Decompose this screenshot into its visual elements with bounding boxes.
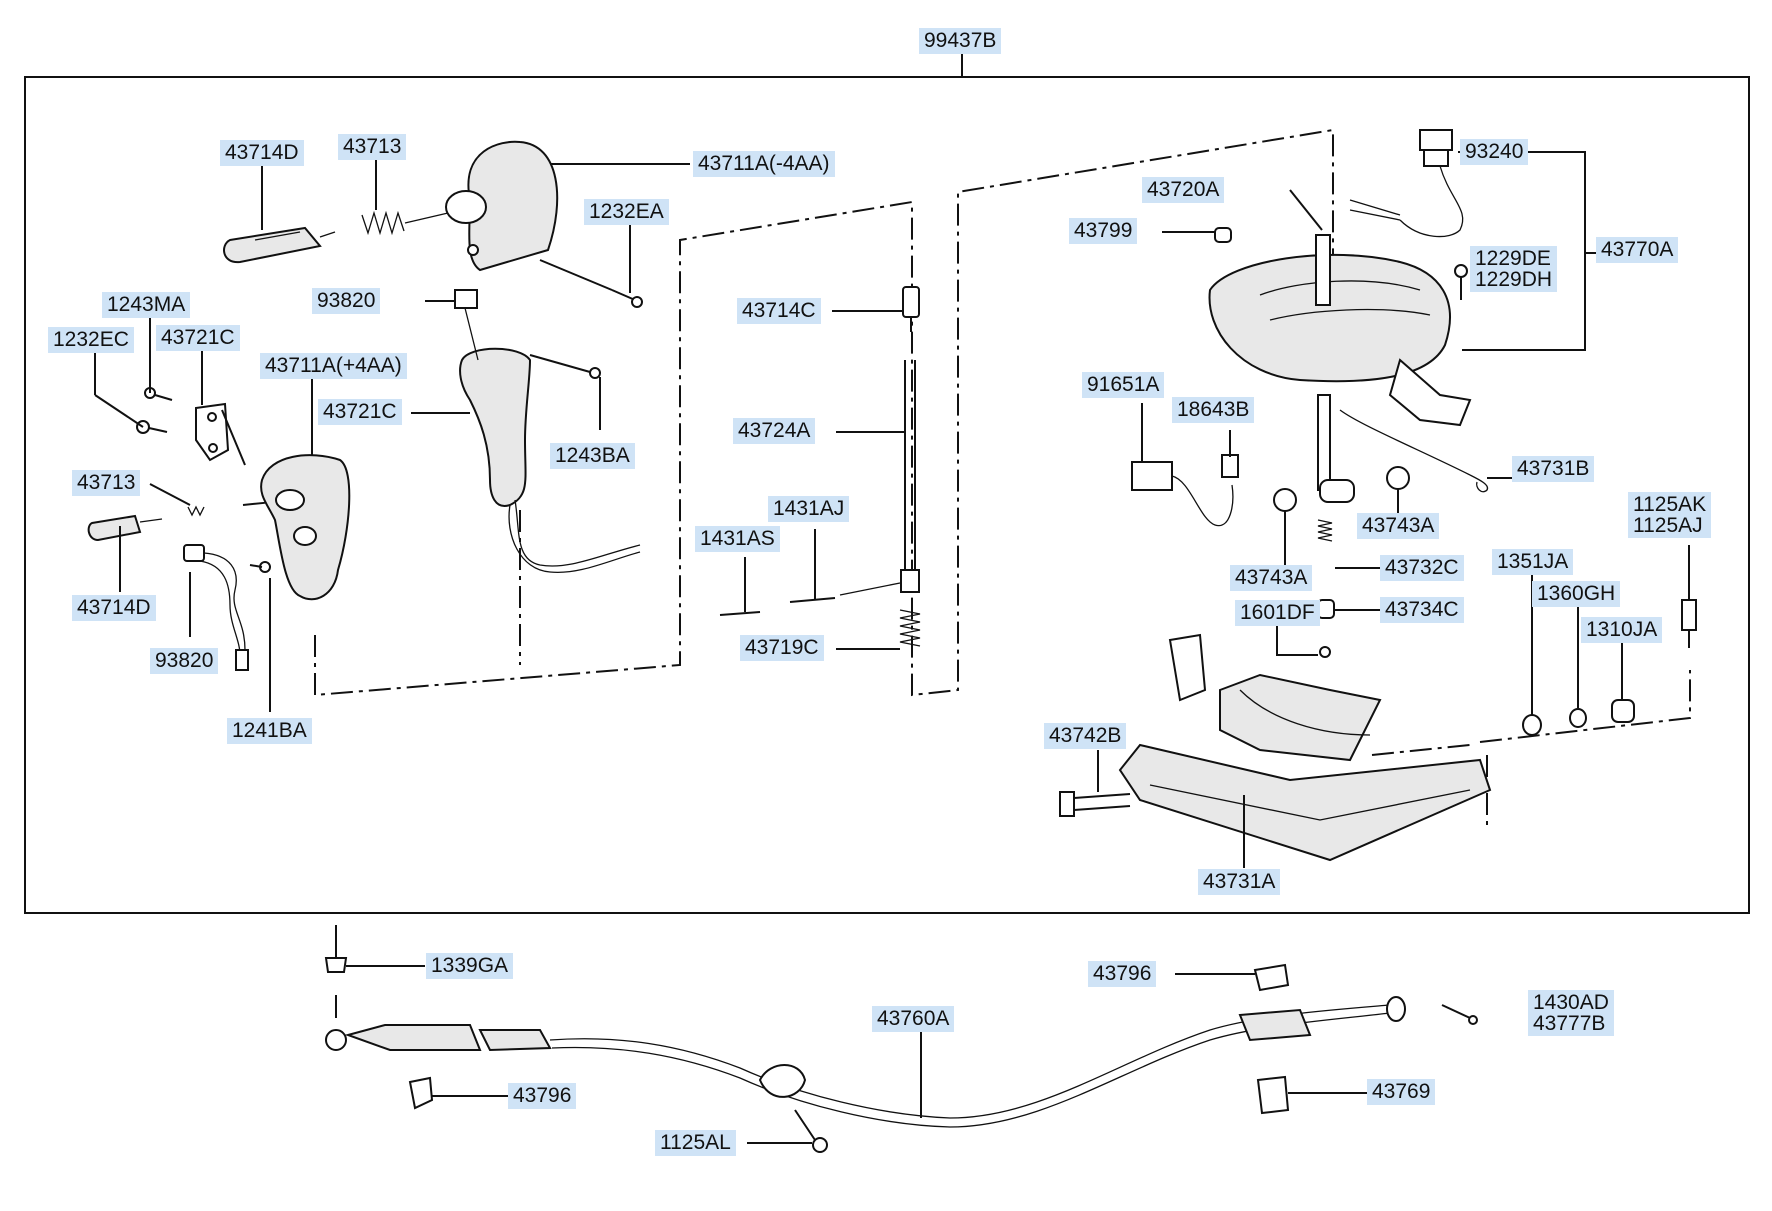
- bushings-part: [1273, 466, 1410, 512]
- base-plate-part: [1118, 633, 1492, 862]
- bolt-43742B-part: [1059, 791, 1131, 817]
- spring-pin-part: [1276, 519, 1335, 658]
- part-label-93820[interactable]: 93820: [312, 288, 381, 314]
- part-label-43713[interactable]: 43713: [338, 134, 407, 160]
- part-label-1431AS[interactable]: 1431AS: [695, 526, 780, 552]
- part-label-93820-left[interactable]: 93820: [150, 648, 219, 674]
- part-label-1229DE: 1229DE: [1475, 247, 1551, 270]
- group-lines: [242, 128, 1691, 830]
- part-label-1125AK-1125AJ[interactable]: 1125AK 1125AJ: [1628, 492, 1712, 538]
- part-label-1339GA[interactable]: 1339GA: [426, 953, 514, 979]
- part-label-43711A-plus[interactable]: 43711A(+4AA): [260, 353, 407, 379]
- part-label-1125AL[interactable]: 1125AL: [655, 1130, 736, 1156]
- part-label-1229DH: 1229DH: [1475, 268, 1553, 291]
- part-label-1351JA[interactable]: 1351JA: [1492, 549, 1574, 575]
- part-label-43721C-mid[interactable]: 43721C: [318, 399, 402, 425]
- part-label-43719C[interactable]: 43719C: [740, 635, 824, 661]
- part-label-43796-left[interactable]: 43796: [508, 1083, 577, 1109]
- button-left-part: [87, 505, 205, 542]
- button-part: [223, 226, 336, 264]
- spring-part: [361, 210, 449, 236]
- connector-91651A-part: [1131, 454, 1239, 527]
- part-label-93240[interactable]: 93240: [1460, 139, 1529, 165]
- switch-left-part: [183, 544, 271, 671]
- bolt-1229-part: [1454, 264, 1468, 300]
- part-label-43743A-left[interactable]: 43743A: [1230, 565, 1313, 591]
- part-label-43743A-right[interactable]: 43743A: [1357, 513, 1440, 539]
- part-label-1243BA[interactable]: 1243BA: [550, 443, 635, 469]
- part-label-43731A[interactable]: 43731A: [1198, 869, 1281, 895]
- part-label-43714D[interactable]: 43714D: [220, 140, 304, 166]
- part-label-43769[interactable]: 43769: [1367, 1079, 1436, 1105]
- part-label-1360GH[interactable]: 1360GH: [1532, 581, 1621, 607]
- cable-part: [324, 925, 1478, 1153]
- part-label-43742B[interactable]: 43742B: [1044, 723, 1127, 749]
- part-label-43721C-left[interactable]: 43721C: [156, 325, 240, 351]
- screws-left-part: [94, 318, 246, 466]
- part-label-43714D-left[interactable]: 43714D: [72, 595, 156, 621]
- screw-part: [539, 259, 643, 308]
- shifter-housing-part: [1208, 227, 1472, 491]
- part-label-43799[interactable]: 43799: [1069, 218, 1138, 244]
- part-label-43760A[interactable]: 43760A: [872, 1006, 955, 1032]
- part-label-43732C[interactable]: 43732C: [1380, 555, 1464, 581]
- shift-knob-part: [445, 140, 559, 272]
- assembly-frame: [24, 76, 1750, 914]
- part-label-43731B[interactable]: 43731B: [1512, 456, 1595, 482]
- part-label-1430AD: 1430AD: [1533, 991, 1609, 1014]
- part-label-1430AD-43777B[interactable]: 1430AD 43777B: [1528, 990, 1614, 1036]
- boot-part: [454, 289, 641, 574]
- part-label-18643B[interactable]: 18643B: [1172, 397, 1255, 423]
- bracket-part: [195, 402, 230, 462]
- part-label-43777B: 43777B: [1533, 1012, 1606, 1035]
- assembly-label-99437B[interactable]: 99437B: [919, 28, 1002, 54]
- part-label-1243MA[interactable]: 1243MA: [102, 292, 191, 318]
- part-label-43770A[interactable]: 43770A: [1596, 237, 1679, 263]
- part-label-43724A[interactable]: 43724A: [733, 418, 816, 444]
- part-label-1232EA[interactable]: 1232EA: [584, 199, 669, 225]
- part-label-43714C[interactable]: 43714C: [737, 298, 821, 324]
- part-label-1601DF[interactable]: 1601DF: [1235, 600, 1320, 626]
- part-label-1431AJ[interactable]: 1431AJ: [768, 496, 850, 522]
- part-label-91651A[interactable]: 91651A: [1082, 372, 1165, 398]
- connector-93240-part: [1349, 129, 1464, 238]
- rod-assembly-part: [719, 286, 921, 647]
- part-label-1229DE-1229DH[interactable]: 1229DE 1229DH: [1470, 246, 1558, 292]
- part-label-1232EC[interactable]: 1232EC: [48, 327, 134, 353]
- clip-43731B-part: [1469, 474, 1489, 493]
- part-label-43713-left[interactable]: 43713: [72, 470, 141, 496]
- part-label-43711A-minus[interactable]: 43711A(-4AA): [693, 151, 835, 177]
- part-label-43720A[interactable]: 43720A: [1142, 177, 1225, 203]
- part-label-1310JA[interactable]: 1310JA: [1581, 617, 1663, 643]
- part-label-1125AJ: 1125AJ: [1633, 514, 1703, 537]
- shift-knob-left-part: [260, 454, 351, 601]
- part-label-1241BA[interactable]: 1241BA: [227, 718, 312, 744]
- part-label-43796-top[interactable]: 43796: [1088, 961, 1157, 987]
- part-label-1125AK: 1125AK: [1633, 493, 1707, 516]
- part-label-43734C[interactable]: 43734C: [1380, 597, 1464, 623]
